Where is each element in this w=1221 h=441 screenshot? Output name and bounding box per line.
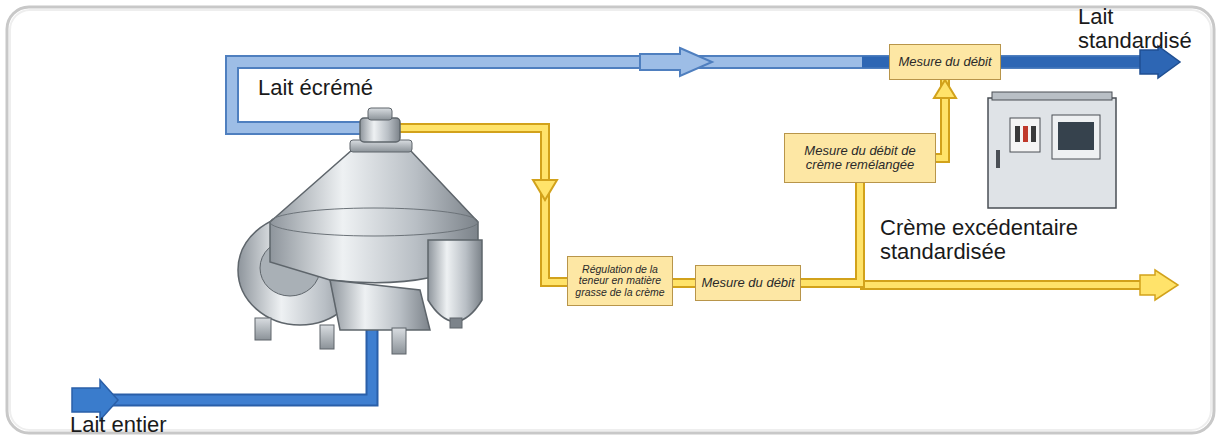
flow-connector bbox=[801, 183, 860, 283]
flow-connector bbox=[934, 80, 956, 158]
flow-connector bbox=[673, 283, 695, 284]
pipe-stroke bbox=[801, 183, 860, 283]
process-box: Régulation de la teneur en matière grass… bbox=[567, 256, 673, 306]
box-text: Mesure du débit bbox=[898, 55, 991, 69]
process-box: Mesure du débit bbox=[695, 265, 801, 301]
arrow-head bbox=[934, 80, 956, 98]
process-box: Mesure du débit bbox=[889, 44, 1001, 80]
pipe-stroke bbox=[801, 183, 860, 283]
box-text: Mesure du débit de crème remélangée bbox=[789, 144, 931, 171]
separator bbox=[238, 108, 482, 354]
flow-label: Lait entier bbox=[70, 413, 167, 437]
frame-inner bbox=[10, 10, 1211, 430]
pipe-stroke bbox=[673, 278, 695, 288]
flow-label: Lait écrémé bbox=[258, 76, 373, 100]
process-box: Mesure du débit de crème remélangée bbox=[784, 133, 936, 183]
excess-cream-pipe bbox=[860, 270, 1178, 300]
pipe-stroke bbox=[673, 280, 695, 286]
frame-border bbox=[7, 7, 1214, 433]
box-text: Régulation de la teneur en matière grass… bbox=[572, 264, 668, 297]
flow-label: Crème excédentaire standardisée bbox=[880, 216, 1102, 264]
box-text: Mesure du débit bbox=[701, 276, 794, 290]
control-cabinet bbox=[988, 92, 1116, 208]
flow-label: Lait standardisé bbox=[1078, 5, 1218, 53]
